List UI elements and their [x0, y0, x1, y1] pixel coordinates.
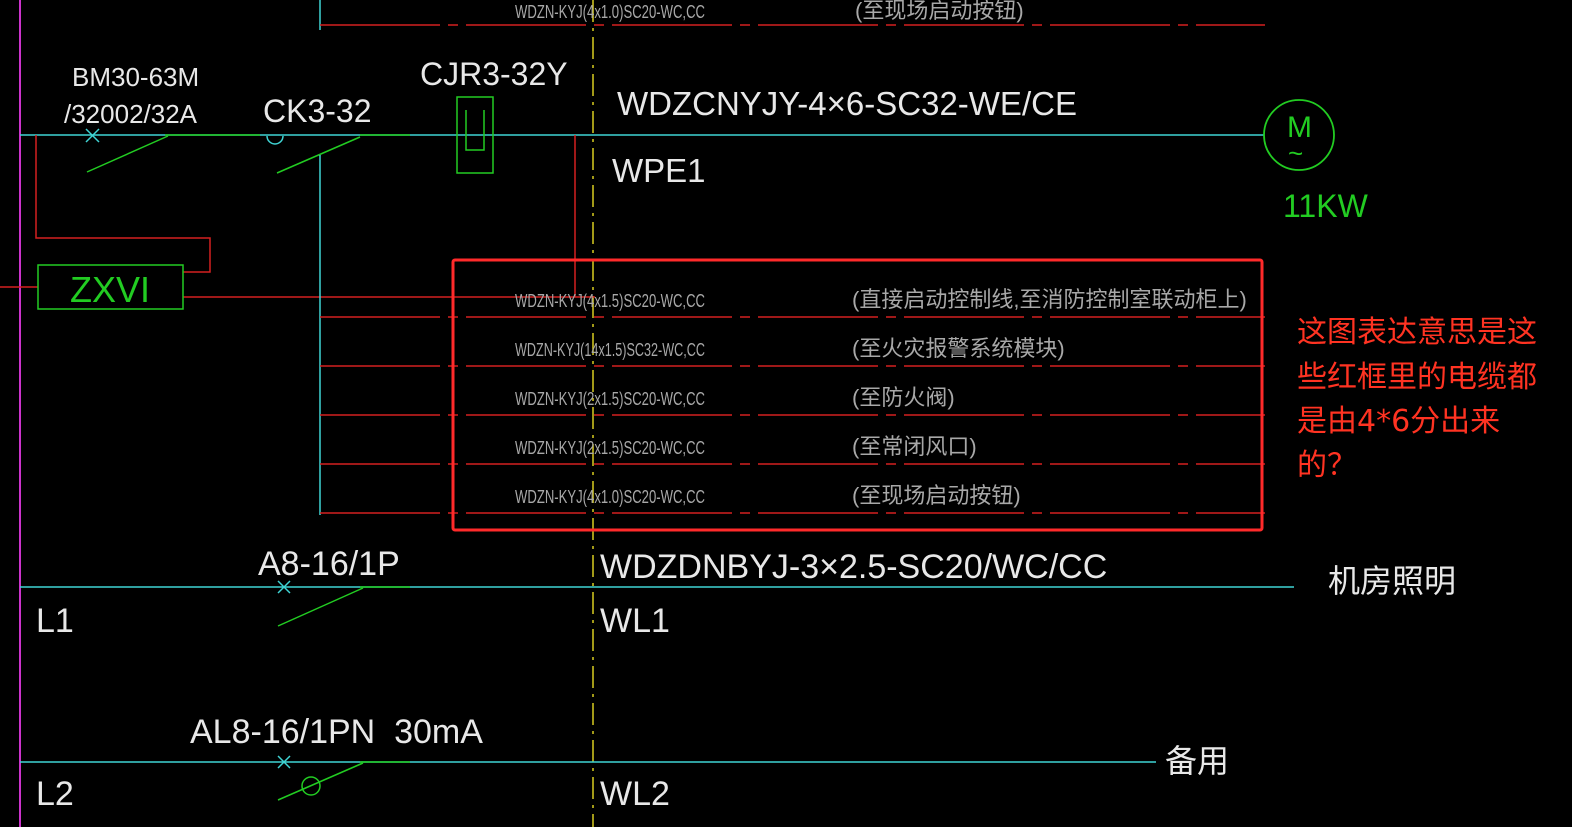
motor-power: 11KW — [1283, 188, 1369, 224]
control-cable-spec: WDZN-KYJ(2x1.5)SC20-WC,CC — [515, 389, 705, 409]
isolator-label: CK3-32 — [263, 93, 372, 129]
spare-phase: L2 — [36, 775, 74, 813]
lighting-dest: 机房照明 — [1328, 562, 1456, 600]
spare-circuit: WL2 — [600, 775, 670, 813]
control-cable-spec: WDZN-KYJ(14x1.5)SC32-WC,CC — [515, 340, 705, 360]
control-cable-desc: (至防火阀) — [852, 385, 955, 410]
control-cable-list: WDZN-KYJ(4x1.5)SC20-WC,CC (直接启动控制线,至消防控制室… — [320, 287, 1265, 514]
lighting-circuit: WL1 — [600, 602, 670, 640]
spare-dest: 备用 — [1165, 742, 1229, 780]
contactor-symbol — [456, 96, 494, 174]
spare-breaker-symbol — [277, 755, 364, 801]
motor-letter: M — [1287, 111, 1312, 144]
top-cable-desc: (至现场启动按钮) — [855, 0, 1024, 23]
main-breaker-label-2: /32002/32A — [64, 99, 198, 129]
annotation-line-1: 这图表达意思是这 — [1297, 315, 1537, 350]
control-cable-spec: WDZN-KYJ(4x1.0)SC20-WC,CC — [515, 487, 705, 507]
annotation-line-2: 些红框里的电缆都 — [1297, 360, 1537, 395]
annotation-line-4: 的？ — [1297, 448, 1357, 483]
top-cable-spec: WDZN-KYJ(4x1.0)SC20-WC,CC — [515, 2, 705, 22]
motor-tilde: ~ — [1288, 138, 1303, 168]
control-cable-desc: (至现场启动按钮) — [852, 483, 1021, 508]
isolator-symbol — [266, 135, 361, 174]
lighting-cable-label: WDZDNBYJ-3×2.5-SC20/WC/CC — [600, 548, 1107, 586]
control-cable-desc: (至火灾报警系统模块) — [852, 336, 1065, 361]
feeder-cable-label: WDZCNYJY-4×6-SC32-WE/CE — [617, 85, 1077, 122]
lighting-breaker-symbol — [277, 580, 364, 627]
control-cable-spec: WDZN-KYJ(2x1.5)SC20-WC,CC — [515, 438, 705, 458]
relay-label: ZXVI — [70, 269, 150, 310]
motor-symbol — [1263, 99, 1335, 171]
main-breaker-symbol — [85, 128, 169, 173]
highlight-box — [451, 258, 1264, 532]
feeder-circuit-label: WPE1 — [612, 152, 706, 189]
annotation-line-3: 是由4*6分出来 — [1297, 404, 1500, 439]
control-cable-desc: (至常闭风口) — [852, 434, 977, 459]
control-cable-desc: (直接启动控制线,至消防控制室联动柜上) — [852, 287, 1247, 312]
relay-box — [37, 264, 184, 310]
main-breaker-label-1: BM30-63M — [72, 62, 199, 92]
lighting-phase: L1 — [36, 602, 74, 640]
contactor-label: CJR3-32Y — [420, 56, 568, 92]
annotation-note: 这图表达意思是这 些红框里的电缆都 是由4*6分出来 的？ — [1297, 315, 1537, 483]
control-cable-spec: WDZN-KYJ(4x1.5)SC20-WC,CC — [515, 291, 705, 311]
lighting-breaker-label: A8-16/1P — [258, 545, 400, 583]
control-wiring — [0, 135, 595, 298]
spare-breaker-label: AL8-16/1PN 30mA — [190, 713, 483, 751]
